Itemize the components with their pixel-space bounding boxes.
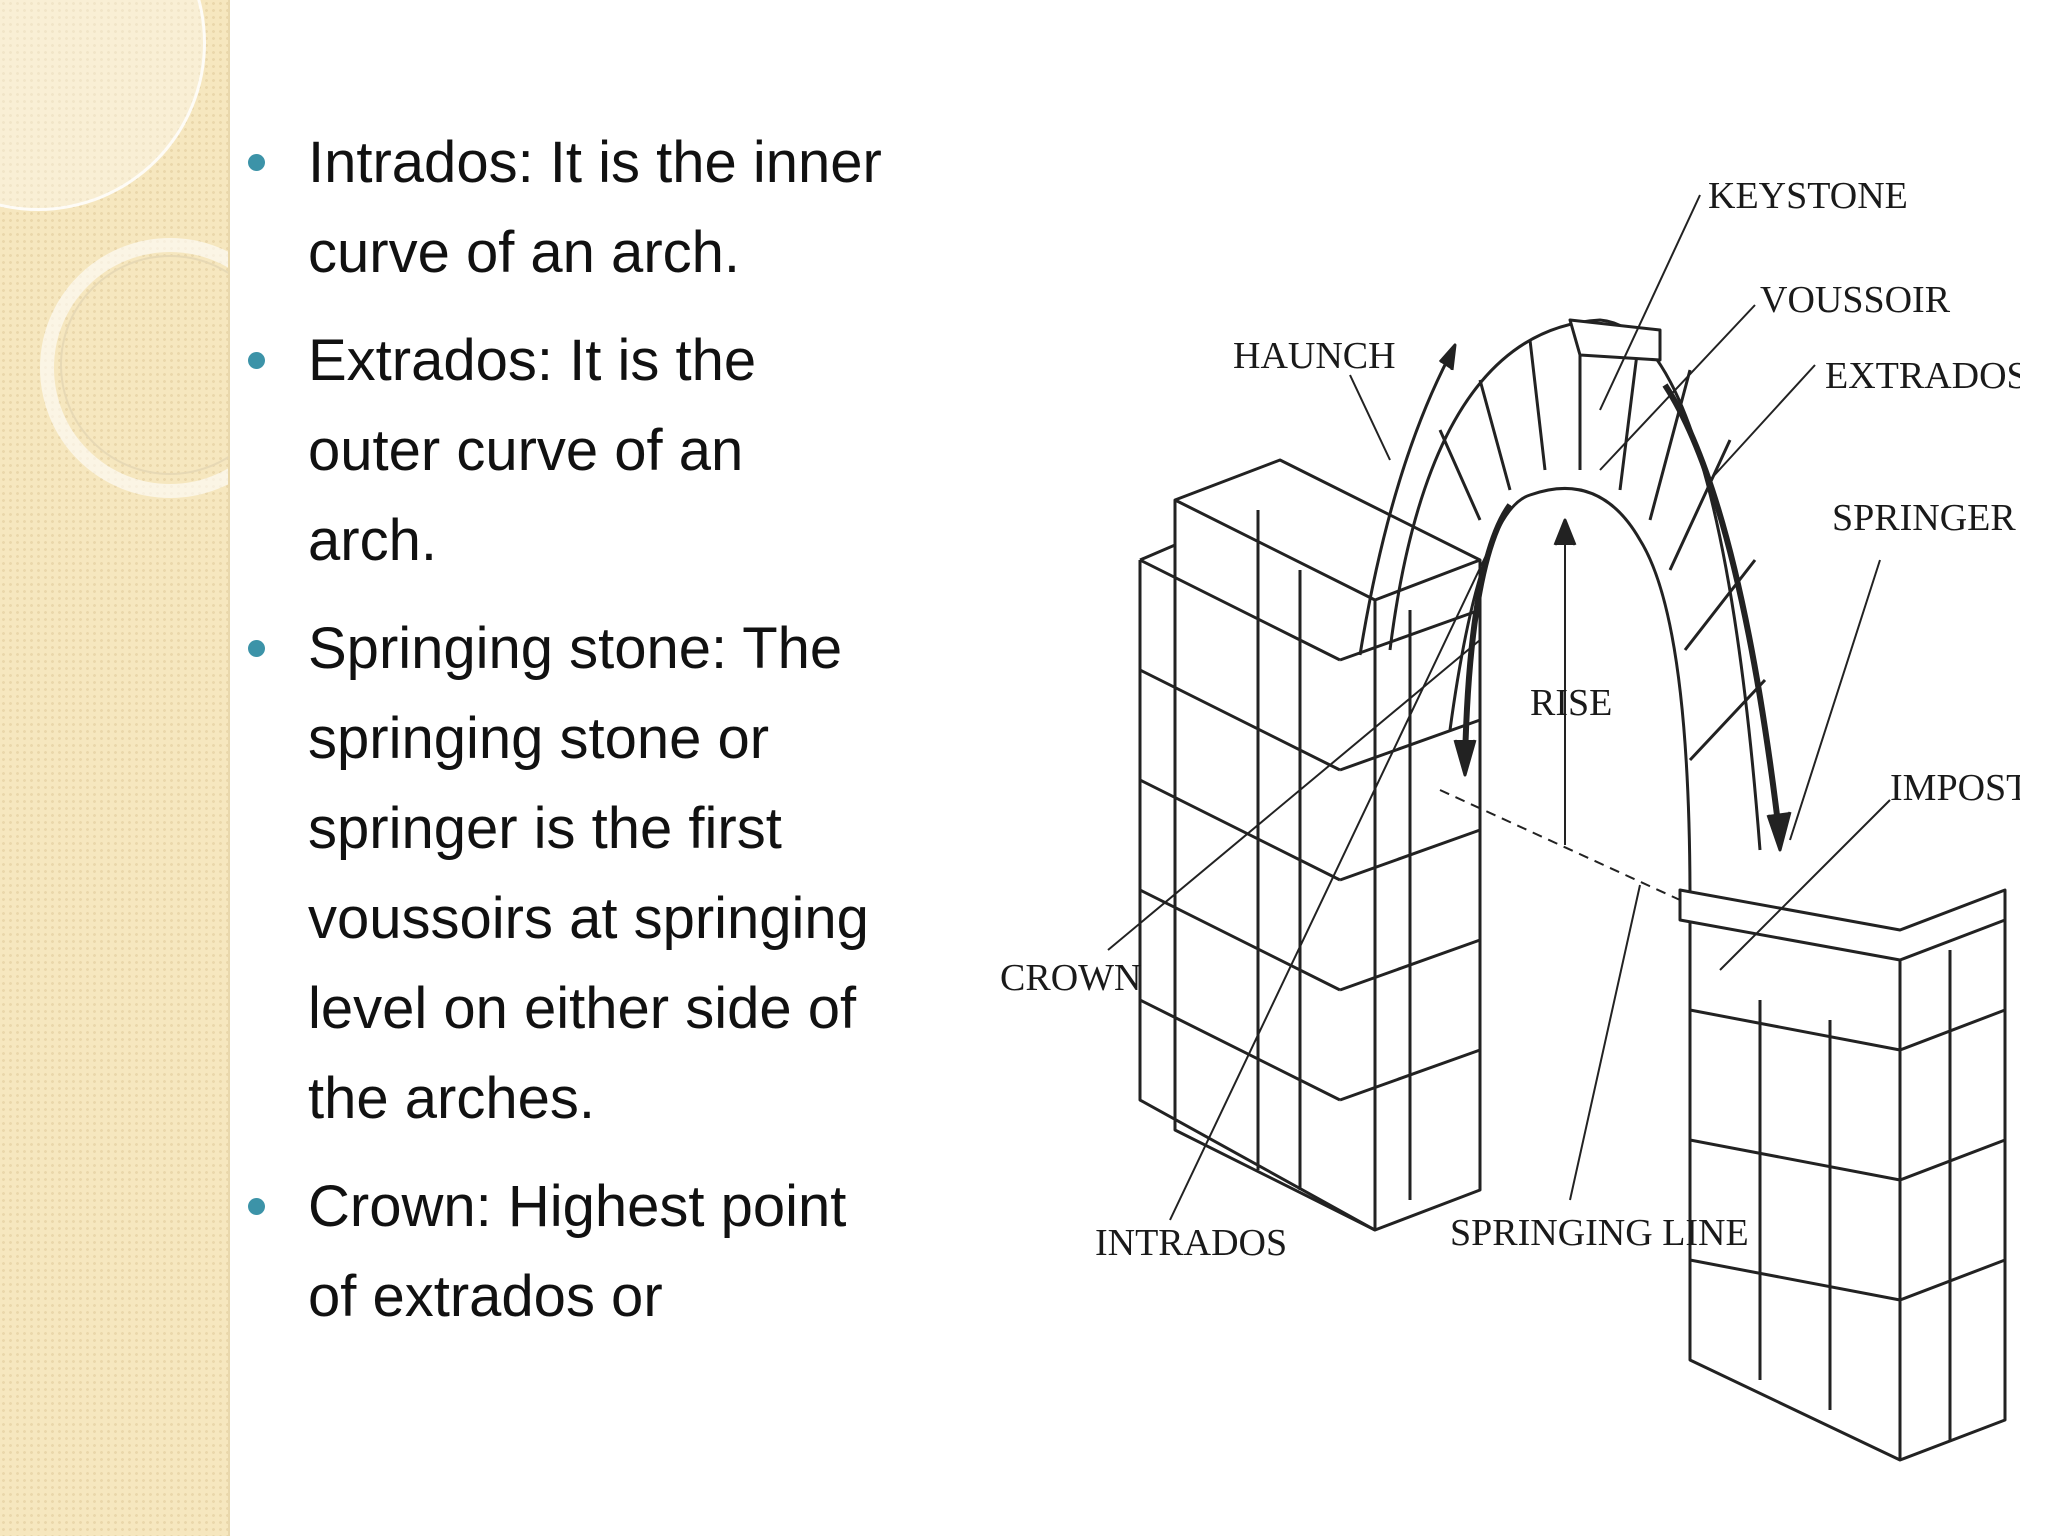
bullet-item-crown: Crown: Highest point of extrados or [248,1162,888,1342]
label-rise: RISE [1530,682,1612,724]
label-haunch: HAUNCH [1233,335,1396,377]
arch-drawing [1107,194,2007,1462]
bullet-dot-icon [248,154,265,171]
bullet-dot-icon [248,352,265,369]
bullet-list: Intrados: It is the inner curve of an ar… [248,118,888,1360]
bullet-text: Springing stone: The springing stone or … [308,616,869,1131]
label-impost: IMPOST [1890,767,2020,809]
label-voussoir: VOUSSOIR [1760,279,1951,321]
bullet-text: Extrados: It is the outer curve of an ar… [308,328,757,573]
label-crown: CROWN [1000,957,1141,999]
bullet-dot-icon [248,640,265,657]
decorative-side-panel [0,0,230,1536]
label-keystone: KEYSTONE [1708,175,1908,217]
decorative-ring [0,0,206,211]
label-springing-line: SPRINGING LINE [1450,1212,1749,1254]
bullet-text: Crown: Highest point of extrados or [308,1174,847,1329]
bullet-item-springing-stone: Springing stone: The springing stone or … [248,604,888,1144]
arch-diagram: KEYSTONE VOUSSOIR EXTRADOS HAUNCH SPRING… [1000,175,2020,1462]
bullet-text: Intrados: It is the inner curve of an ar… [308,130,882,285]
label-springer: SPRINGER [1832,497,2016,539]
label-intrados: INTRADOS [1095,1222,1287,1264]
bullet-item-extrados: Extrados: It is the outer curve of an ar… [248,316,888,586]
bullet-item-intrados: Intrados: It is the inner curve of an ar… [248,118,888,298]
bullet-dot-icon [248,1198,265,1215]
label-extrados: EXTRADOS [1825,355,2020,397]
diagram-labels: KEYSTONE VOUSSOIR EXTRADOS HAUNCH SPRING… [1000,175,2020,1264]
